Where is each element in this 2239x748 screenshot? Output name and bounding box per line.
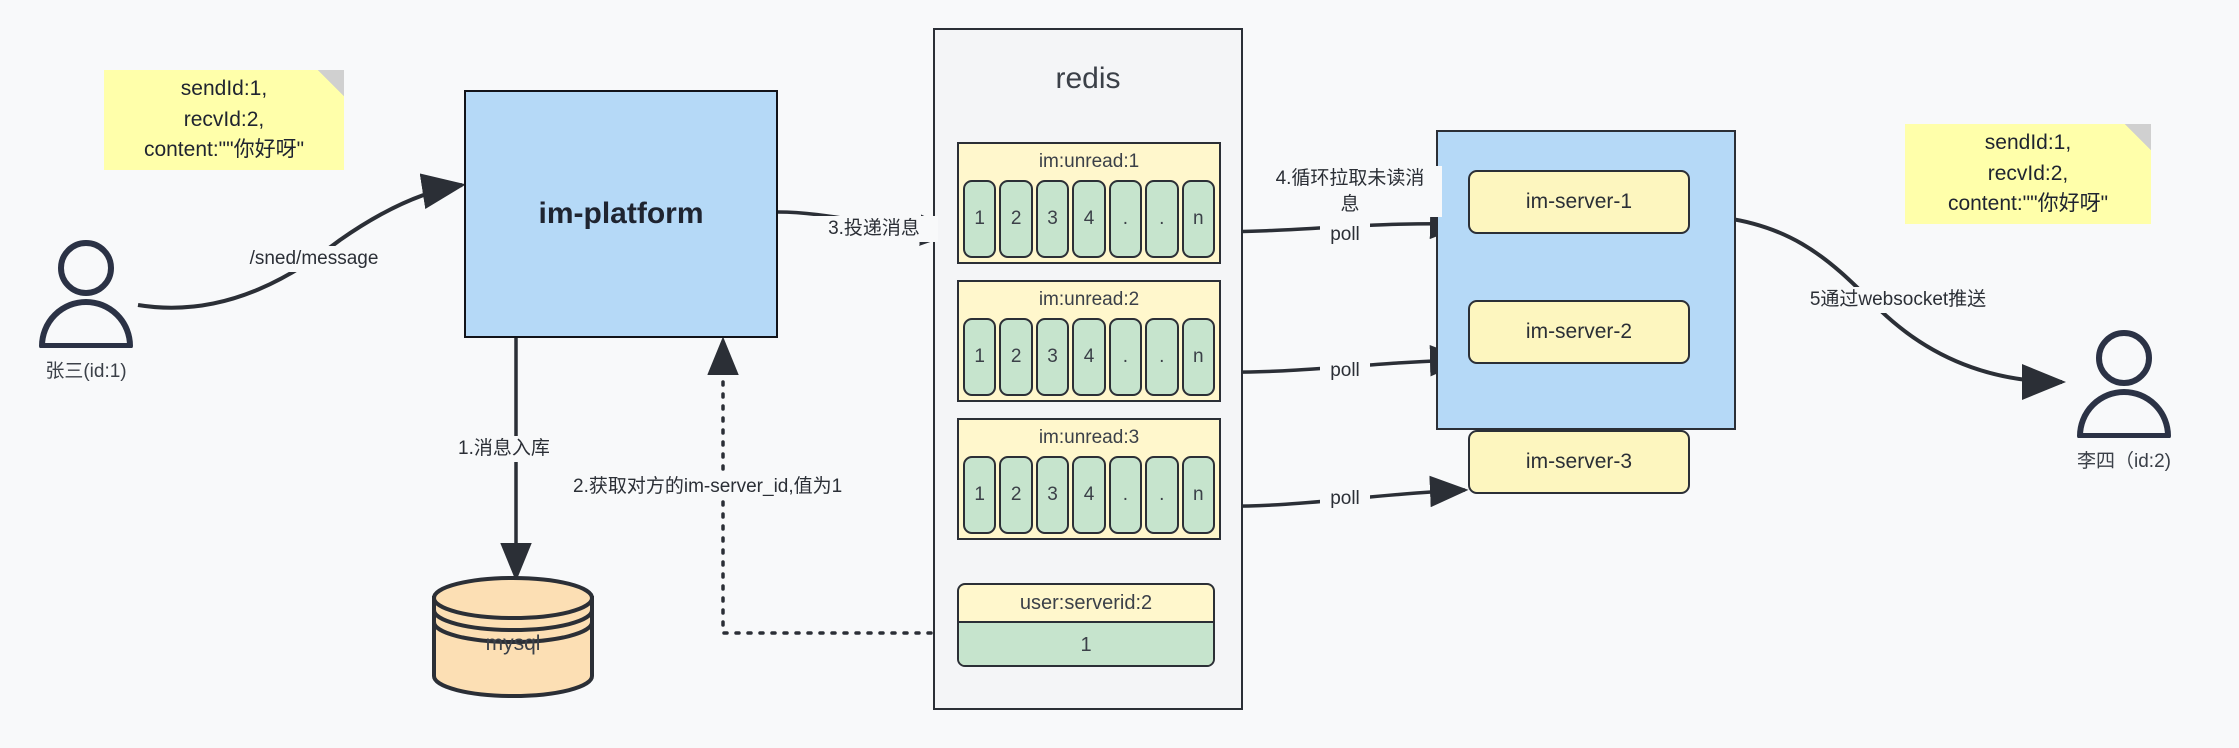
kv-key-label: user:serverid:2 — [959, 585, 1213, 623]
queue-cell: 3 — [1035, 456, 1070, 534]
actor-left: 张三(id:1) — [34, 240, 138, 382]
queue-cell: . — [1108, 180, 1143, 258]
queue-cell: 4 — [1072, 456, 1106, 534]
queue-key-label: im:unread:2 — [1038, 289, 1140, 310]
mysql-label: mysql — [485, 632, 541, 655]
queue-cell: 3 — [1035, 180, 1070, 258]
edge-label-poll-3: poll — [1320, 486, 1370, 512]
database-cylinder-icon — [432, 576, 594, 698]
queue-cell: 4 — [1072, 318, 1106, 396]
queue-cell: 1 — [963, 318, 997, 396]
im-server-1-label: im-server-1 — [1525, 190, 1633, 213]
queue-cell: 1 — [963, 456, 997, 534]
queue-im-unread-1[interactable]: im:unread:1 1 2 3 4 . . n — [957, 142, 1221, 264]
queue-cell: . — [1145, 180, 1179, 258]
sticky-note-right-text: sendId:1, recvId:2, content:""你好呀" — [1947, 131, 2109, 216]
im-server-1-node[interactable]: im-server-1 — [1468, 170, 1690, 234]
im-server-2-label: im-server-2 — [1525, 320, 1633, 343]
im-server-3-label: im-server-3 — [1525, 450, 1633, 473]
edge-label-step5: 5通过websocket推送 — [1791, 287, 2005, 313]
queue-cell: 1 — [963, 180, 997, 258]
im-server-3-node[interactable]: im-server-3 — [1468, 430, 1690, 494]
queue-key-label: im:unread:1 — [1038, 151, 1140, 172]
queue-cell: . — [1145, 318, 1179, 396]
queue-cell: 2 — [999, 180, 1033, 258]
queue-cell: . — [1108, 318, 1143, 396]
im-server-2-node[interactable]: im-server-2 — [1468, 300, 1690, 364]
im-platform-node[interactable]: im-platform — [464, 90, 778, 338]
edge-label-step3: 3.投递消息 — [810, 216, 938, 242]
queue-cell: n — [1181, 318, 1215, 396]
edge-label-step2: 2.获取对方的im-server_id,值为1 — [571, 474, 875, 500]
queue-cell: 2 — [999, 456, 1033, 534]
queue-cells: 1 2 3 4 . . n — [963, 456, 1215, 534]
queue-cell: 2 — [999, 318, 1033, 396]
im-servers-container: im-server-1 im-server-2 im-server-3 — [1436, 130, 1736, 494]
edge-label-step4: 4.循环拉取未读消 息 — [1258, 166, 1442, 218]
queue-cell: 4 — [1072, 180, 1106, 258]
redis-title: redis — [1055, 62, 1121, 95]
queue-im-unread-2[interactable]: im:unread:2 1 2 3 4 . . n — [957, 280, 1221, 402]
sticky-fold-icon — [318, 70, 344, 96]
actor-right-label: 李四（id:2) — [2077, 451, 2171, 472]
actor-right: 李四（id:2) — [2072, 330, 2176, 472]
queue-cell: . — [1145, 456, 1179, 534]
mysql-node[interactable]: mysql — [430, 576, 596, 698]
sticky-note-left-text: sendId:1, recvId:2, content:""你好呀" — [143, 77, 305, 162]
queue-cell: n — [1181, 456, 1215, 534]
edge-label-poll-2: poll — [1320, 358, 1370, 384]
actor-left-label: 张三(id:1) — [45, 361, 127, 382]
kv-user-serverid[interactable]: user:serverid:2 1 — [957, 583, 1215, 667]
queue-cells: 1 2 3 4 . . n — [963, 180, 1215, 258]
sticky-note-left: sendId:1, recvId:2, content:""你好呀" — [104, 70, 344, 170]
redis-container: redis im:unread:1 1 2 3 4 . . n im:unrea… — [933, 28, 1243, 710]
sticky-note-right: sendId:1, recvId:2, content:""你好呀" — [1905, 124, 2151, 224]
kv-value-label: 1 — [959, 623, 1213, 665]
queue-key-label: im:unread:3 — [1038, 427, 1140, 448]
queue-cell: n — [1181, 180, 1215, 258]
queue-im-unread-3[interactable]: im:unread:3 1 2 3 4 . . n — [957, 418, 1221, 540]
sticky-fold-icon — [2125, 124, 2151, 150]
edge-label-send-message: /sned/message — [232, 246, 396, 272]
queue-cells: 1 2 3 4 . . n — [963, 318, 1215, 396]
user-icon — [39, 240, 133, 349]
queue-cell: 3 — [1035, 318, 1070, 396]
queue-cell: . — [1108, 456, 1143, 534]
edge-label-step1: 1.消息入库 — [456, 436, 580, 462]
im-platform-label: im-platform — [538, 197, 704, 230]
edge-label-poll-1: poll — [1320, 222, 1370, 248]
user-icon — [2077, 330, 2171, 439]
